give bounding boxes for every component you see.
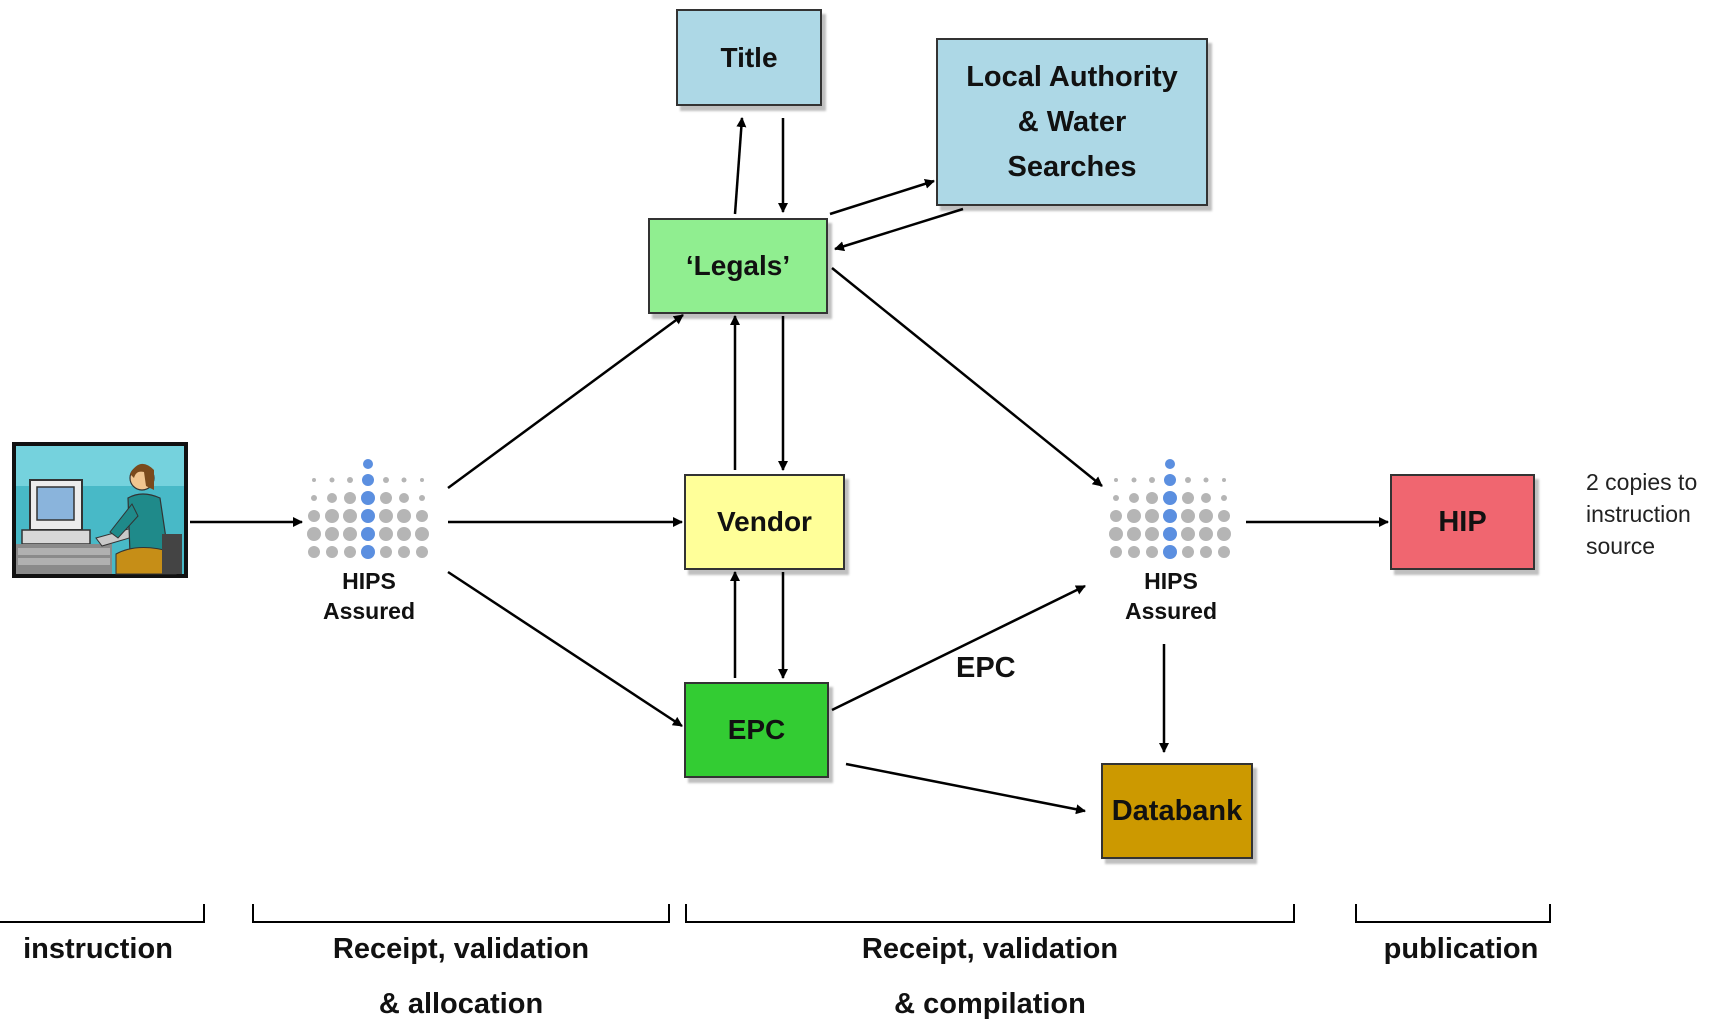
- arrow-legals-to-title: [733, 117, 747, 215]
- hips-assured-left: HIPS Assured: [294, 454, 444, 627]
- phase-label-line: publication: [1383, 933, 1539, 965]
- arrow-hips-to-legals: [447, 313, 684, 490]
- hip-node-label: HIP: [1438, 505, 1487, 538]
- title-node: Title: [676, 9, 822, 106]
- arrow-epc-to-hips-right: [831, 584, 1086, 712]
- local-authority-node: Local Authority & Water Searches: [936, 38, 1208, 206]
- local-authority-node-label-line3: Searches: [1007, 150, 1137, 183]
- phase-label-line: & compilation: [894, 988, 1086, 1020]
- phase-label-compilation: Receipt, validation & compilation: [686, 922, 1294, 1032]
- phase-label-publication: publication: [1356, 922, 1566, 977]
- phase-label-line: Receipt, validation: [332, 933, 590, 965]
- hips-assured-logo-icon: [307, 459, 429, 559]
- legals-node-label: ‘Legals’: [685, 250, 791, 282]
- distribution-note-line1: 2 copies to: [1586, 469, 1698, 495]
- phase-label-allocation: Receipt, validation & allocation: [253, 922, 669, 1032]
- hips-assured-logo-icon: [1109, 459, 1231, 559]
- phase-label-instruction: instruction: [0, 922, 196, 977]
- epc-edge-label: EPC: [956, 652, 1016, 684]
- arrow-legals-to-hips-right: [831, 267, 1103, 487]
- arrow-legals-to-local-authority: [829, 178, 935, 216]
- hips-assured-label-line1: HIPS: [1144, 568, 1198, 594]
- epc-node: EPC: [684, 682, 829, 778]
- phase-bracket-allocation: [252, 904, 670, 923]
- title-node-label: Title: [720, 41, 778, 73]
- databank-node-label: Databank: [1111, 794, 1243, 827]
- databank-node: Databank: [1101, 763, 1253, 859]
- hips-assured-label-line1: HIPS: [342, 568, 396, 594]
- arrow-local-authority-to-legals: [834, 207, 964, 252]
- phase-bracket-instruction: [0, 904, 205, 923]
- phase-label-line: & allocation: [378, 988, 544, 1020]
- distribution-note: 2 copies to instruction source: [1586, 466, 1726, 562]
- vendor-node: Vendor: [684, 474, 845, 570]
- epc-node-label: EPC: [727, 714, 786, 746]
- hips-assured-label-line2: Assured: [1124, 597, 1218, 624]
- vendor-node-label: Vendor: [717, 506, 812, 538]
- phase-bracket-publication: [1355, 904, 1551, 923]
- hip-node: HIP: [1390, 474, 1535, 570]
- phase-bracket-compilation: [685, 904, 1295, 923]
- phase-label-line: instruction: [23, 933, 173, 965]
- local-authority-node-label-line2: & Water: [1017, 105, 1127, 138]
- arrow-hips-to-epc: [447, 570, 683, 728]
- computer-user-icon: [12, 442, 188, 578]
- arrow-epc-to-databank: [845, 762, 1086, 815]
- local-authority-node-label-line1: Local Authority: [966, 60, 1178, 93]
- hips-assured-label-line2: Assured: [322, 597, 416, 624]
- distribution-note-line2: instruction: [1586, 501, 1691, 527]
- phase-label-line: Receipt, validation: [861, 933, 1119, 965]
- hips-assured-right: HIPS Assured: [1096, 454, 1246, 627]
- legals-node: ‘Legals’: [648, 218, 828, 314]
- distribution-note-line3: source: [1586, 533, 1656, 559]
